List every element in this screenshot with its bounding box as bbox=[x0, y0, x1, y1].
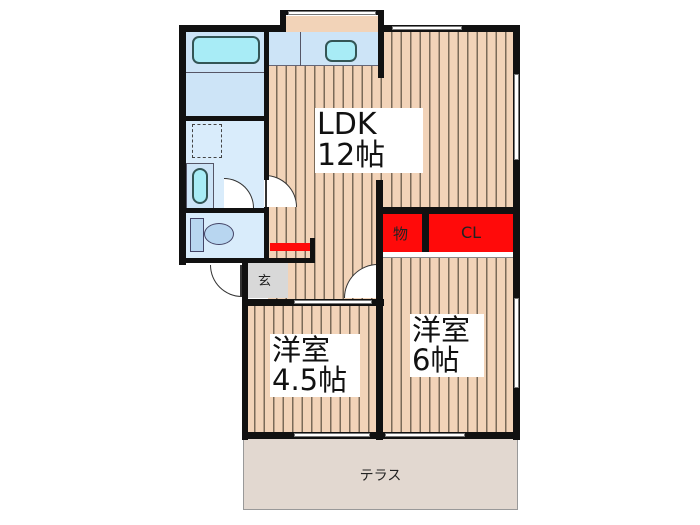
shoe-cabinet bbox=[270, 243, 310, 251]
washing-machine-space bbox=[192, 124, 222, 158]
western-small-size: 4.5帖 bbox=[272, 362, 348, 397]
closet: CL bbox=[429, 214, 513, 252]
kitchen-sink bbox=[325, 40, 357, 62]
wall bbox=[264, 207, 269, 263]
western-large-label: 洋室 6帖 bbox=[410, 313, 484, 378]
ldk-name: LDK bbox=[317, 107, 377, 142]
wall bbox=[376, 180, 383, 440]
wall bbox=[378, 10, 384, 78]
entrance bbox=[248, 262, 288, 298]
bathtub bbox=[192, 36, 260, 64]
terrace-label: テラス bbox=[359, 468, 402, 484]
window bbox=[288, 11, 376, 15]
window bbox=[514, 298, 519, 388]
toilet-bowl bbox=[204, 223, 234, 245]
toilet-tank bbox=[190, 218, 204, 252]
western-small-label: 洋室 4.5帖 bbox=[270, 333, 360, 398]
bay-alcove bbox=[284, 16, 382, 32]
western-large-name: 洋室 bbox=[412, 313, 471, 347]
window bbox=[294, 433, 370, 437]
kitchen-divider bbox=[300, 32, 301, 66]
wall bbox=[422, 207, 429, 252]
storage-closet: 物 bbox=[383, 214, 422, 252]
wall bbox=[280, 10, 286, 32]
wall bbox=[513, 25, 520, 440]
bath-divider bbox=[186, 72, 264, 73]
wall bbox=[376, 207, 520, 214]
wall bbox=[242, 432, 520, 439]
terrace: テラス bbox=[243, 438, 518, 510]
wall bbox=[179, 25, 283, 32]
window bbox=[385, 433, 465, 437]
front-door bbox=[210, 265, 242, 297]
wall bbox=[186, 208, 268, 213]
wall bbox=[179, 25, 186, 265]
storage-label: 物 bbox=[393, 225, 409, 243]
wall bbox=[242, 258, 248, 440]
ldk-label: LDK 12帖 bbox=[315, 107, 423, 174]
window bbox=[294, 300, 372, 304]
wall bbox=[310, 238, 315, 263]
washbasin-bowl bbox=[192, 168, 208, 204]
western-large-floor bbox=[383, 258, 513, 432]
entrance-label: 玄 bbox=[258, 274, 272, 289]
window bbox=[514, 74, 519, 160]
closet-label: CL bbox=[460, 223, 482, 242]
washbasin bbox=[186, 163, 214, 209]
western-small-name: 洋室 bbox=[272, 333, 331, 367]
window bbox=[392, 26, 462, 30]
closet-door-strip bbox=[383, 252, 513, 258]
wall bbox=[264, 32, 269, 180]
ldk-size: 12帖 bbox=[317, 137, 386, 173]
western-large-size: 6帖 bbox=[412, 342, 460, 377]
wall bbox=[186, 116, 264, 121]
